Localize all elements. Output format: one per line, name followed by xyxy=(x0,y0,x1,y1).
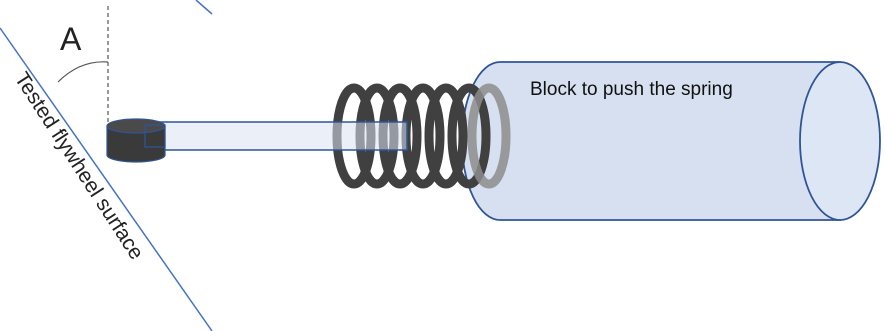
rod-end-cap-top xyxy=(106,118,166,134)
rod-inner-tip xyxy=(144,124,166,148)
surface-label: Tested flywheel surface xyxy=(10,68,148,264)
rod-end-cap xyxy=(106,125,166,163)
block-label: Block to push the spring xyxy=(530,79,733,100)
flywheel-surface-line xyxy=(0,27,213,331)
block-end-face xyxy=(799,61,881,221)
spring-coil-inside-block xyxy=(467,83,511,189)
push-rod xyxy=(144,121,408,151)
spring-coil xyxy=(447,83,491,189)
flywheel-surface-line-top xyxy=(195,0,213,15)
angle-arc xyxy=(57,61,109,83)
spring-coil xyxy=(424,83,468,189)
angle-label: A xyxy=(60,21,82,57)
